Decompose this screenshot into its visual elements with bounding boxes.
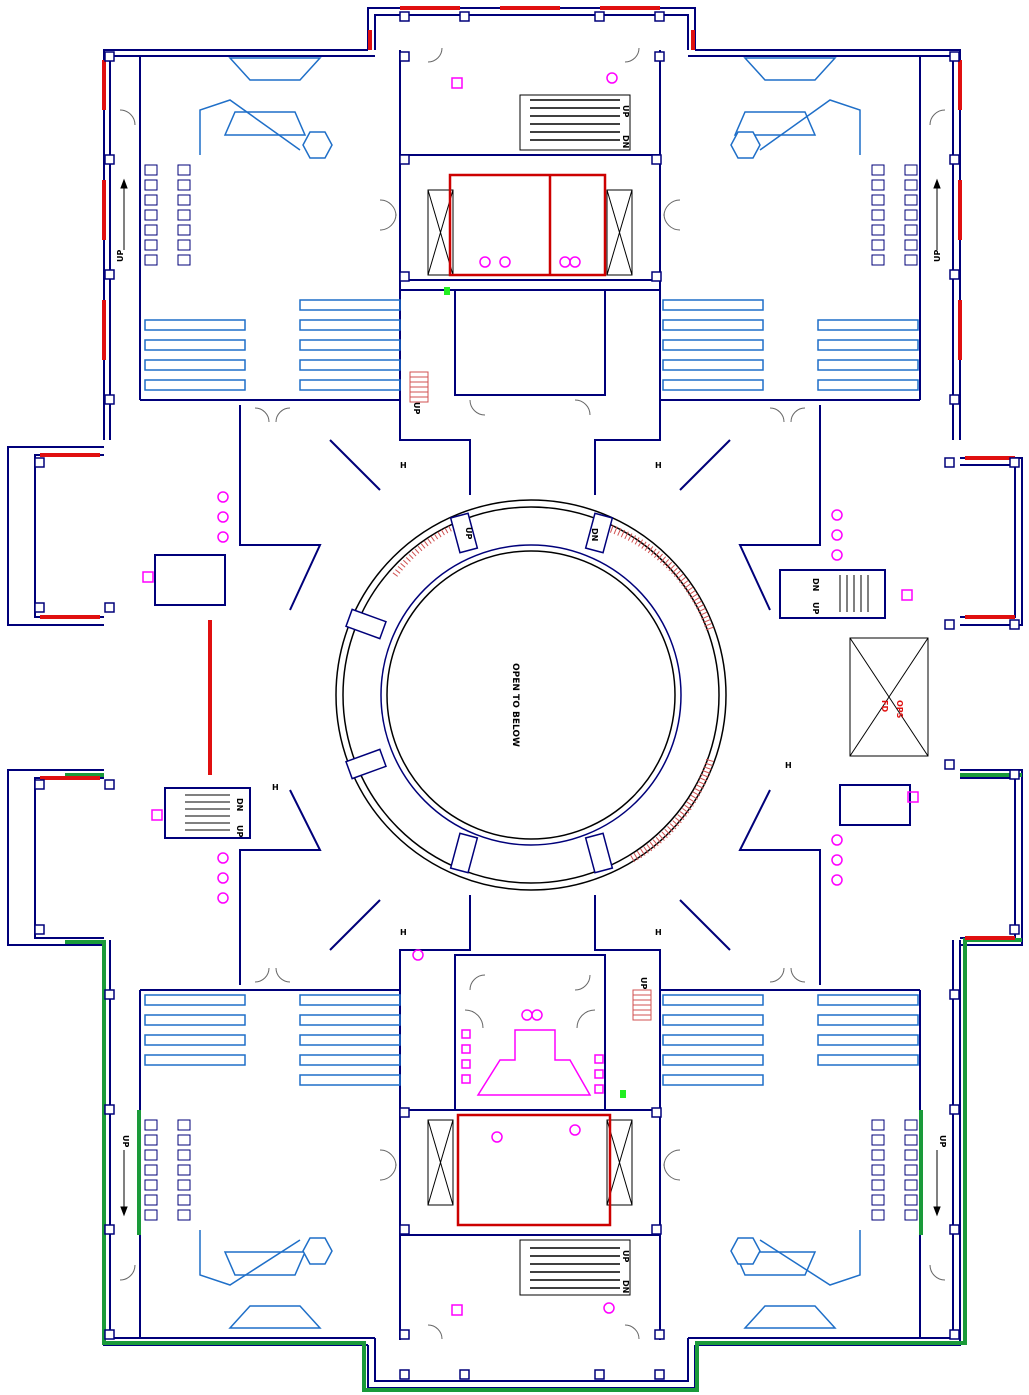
lift-cores — [448, 173, 612, 1227]
h-label: H — [272, 783, 279, 792]
h-label: H — [785, 761, 792, 770]
rotunda-columns — [345, 512, 614, 874]
open-to-below-label: OPEN TO BELOW — [510, 663, 520, 747]
spiral-stairs — [392, 517, 714, 864]
structural-columns — [34, 11, 1020, 1380]
h-label: H — [400, 461, 407, 470]
up-label: UP — [621, 105, 630, 117]
boundary-line — [65, 773, 1022, 1392]
up-label: UP — [412, 402, 421, 414]
direction-arrows — [120, 178, 941, 1217]
dn-label: DN — [811, 578, 820, 591]
up-label: UP — [121, 1135, 130, 1147]
up-label: UP — [621, 1250, 630, 1262]
fire-door-label: FD — [880, 700, 889, 712]
carrels — [144, 164, 918, 1221]
rotunda — [335, 499, 727, 891]
red-stair-flights — [409, 371, 652, 1021]
lounge-sofas — [199, 57, 861, 1329]
up-label: UP — [464, 527, 473, 539]
elevator-shafts — [427, 189, 929, 1206]
up-label: UP — [235, 825, 244, 837]
dn-label: DN — [235, 798, 244, 811]
door-swings — [119, 47, 946, 1340]
escalators — [519, 94, 631, 1296]
windows — [40, 6, 1015, 940]
up-label: UP — [933, 250, 942, 262]
ops-label: OPS — [895, 700, 904, 719]
side-stairs — [185, 575, 869, 831]
green-markers — [444, 287, 626, 1098]
escalator-treads — [530, 99, 620, 1289]
dn-label: DN — [621, 135, 630, 148]
dn-label: DN — [621, 1280, 630, 1293]
lounge-tables — [302, 131, 761, 1265]
reading-tables — [144, 299, 919, 1086]
up-label: UP — [811, 602, 820, 614]
up-label: UP — [639, 977, 648, 989]
up-label: UP — [938, 1135, 947, 1147]
h-label: H — [655, 928, 662, 937]
h-label: H — [655, 461, 662, 470]
dn-label: DN — [590, 528, 599, 541]
h-label: H — [400, 928, 407, 937]
up-label: UP — [116, 250, 125, 262]
restroom-fixtures — [142, 72, 919, 1316]
interior-walls — [139, 50, 921, 1340]
carrel-dividers — [137, 1110, 923, 1235]
circulation-labels: UP DN UP DN UP DN UP UP DN UP DN UP UP U… — [116, 105, 947, 1293]
